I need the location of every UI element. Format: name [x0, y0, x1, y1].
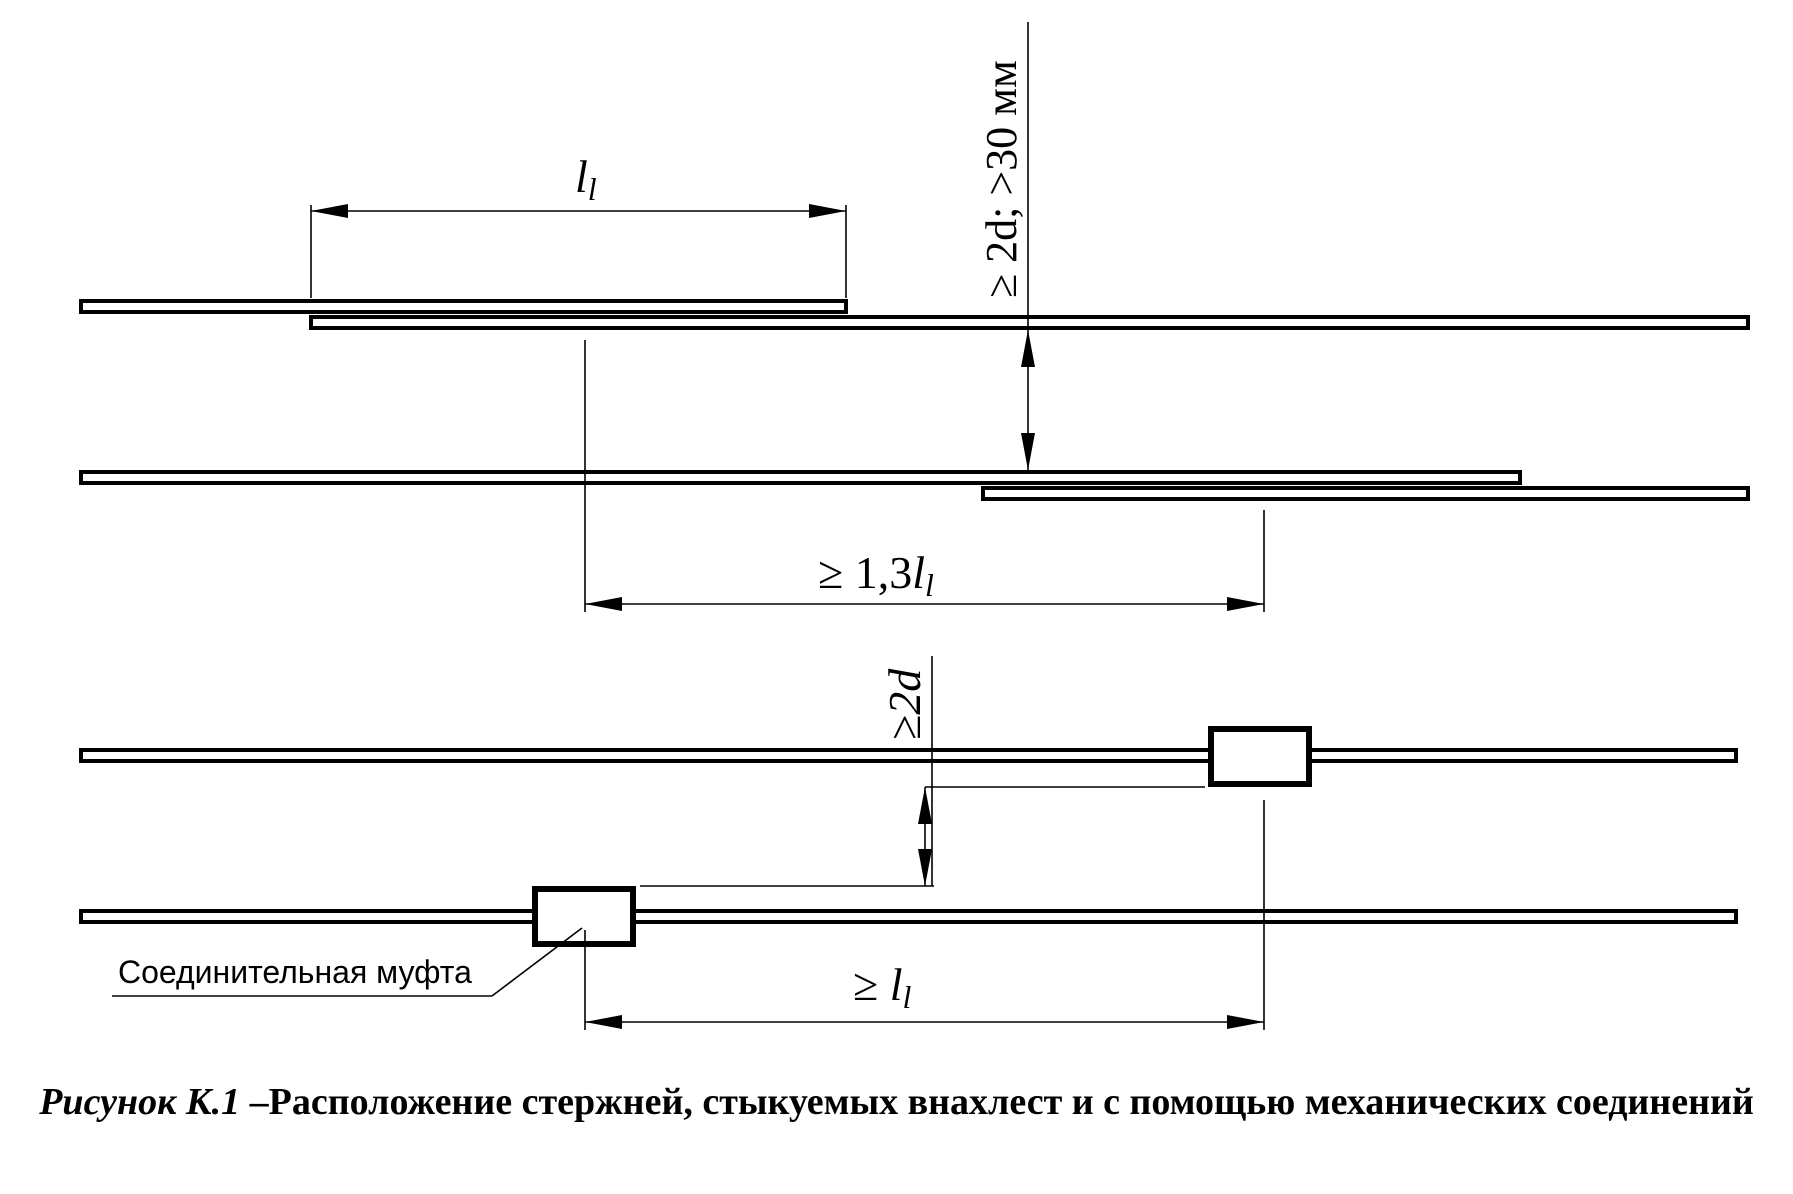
- coupler-spacing-label: ≥2d: [879, 668, 930, 740]
- coupler-spacing-arrow-top: [918, 787, 932, 824]
- lap-offset-label: ≥ 1,3ll: [818, 547, 934, 603]
- lap-offset-arrow-left: [585, 597, 622, 611]
- lap-spacing-arrow-top: [1021, 330, 1035, 367]
- lap-spacing-arrow-bottom: [1021, 433, 1035, 470]
- coupler-offset-arrow-right: [1227, 1015, 1264, 1029]
- coupler-top: [1208, 726, 1312, 787]
- bar-lap-bottom-left: [79, 470, 1522, 485]
- lap-offset-arrow-right: [1227, 597, 1264, 611]
- coupler-offset-arrow-left: [585, 1015, 622, 1029]
- bar-lap-top-right: [309, 315, 1750, 330]
- coupler-leader-line: [491, 927, 583, 997]
- bar-lap-top-left: [79, 299, 848, 314]
- coupler-spacing-arrow-bottom: [918, 849, 932, 886]
- coupler-label: Соединительная муфта: [118, 954, 472, 990]
- coupler-bottom: [532, 886, 636, 947]
- figure-number: Рисунок К.1: [39, 1081, 241, 1123]
- figure-caption: Рисунок К.1 –Расположение стержней, стык…: [0, 1080, 1793, 1124]
- bar-lap-bottom-right: [981, 486, 1750, 501]
- coupler-offset-label: ≥ ll: [853, 959, 912, 1015]
- lap-spacing-label: ≥ 2d; >30 мм: [977, 60, 1026, 298]
- lap-length-arrow-left: [311, 204, 348, 218]
- bar-coupler-bottom: [79, 909, 1738, 924]
- rebar-splice-diagram: ll ≥ 2d; >30 мм ≥ 1,3ll ≥2d ≥ ll Соедини…: [79, 22, 1750, 1030]
- lap-length-label: ll: [575, 151, 597, 207]
- lap-length-arrow-right: [809, 204, 846, 218]
- figure-title: –Расположение стержней, стыкуемых внахле…: [240, 1081, 1754, 1123]
- bar-coupler-top: [79, 748, 1738, 763]
